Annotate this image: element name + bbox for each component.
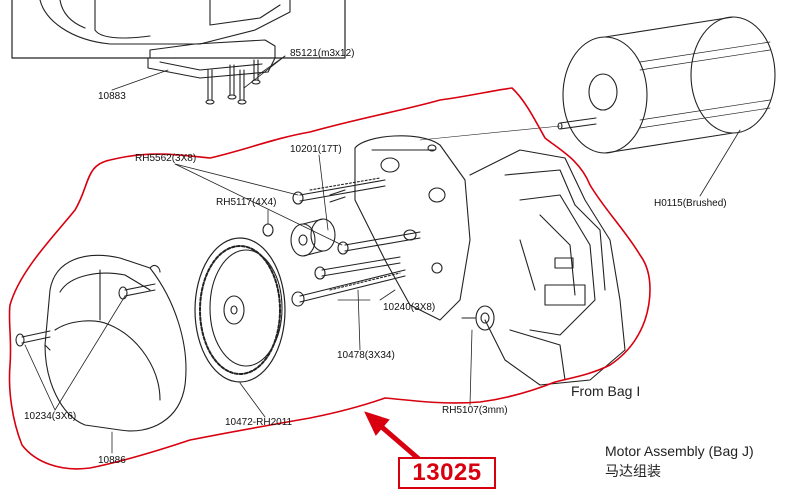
label-pinion: 10201(17T) (290, 144, 342, 155)
motor-plate (354, 135, 471, 321)
label-cover-screw: 10234(3X6) (24, 411, 77, 422)
motor (419, 16, 776, 154)
label-long-screw: 10478(3X34) (337, 350, 395, 361)
gearbox (461, 149, 626, 386)
label-spur-screw: 10240(3X8) (383, 302, 436, 313)
label-spur-gear: 10472-RH2011 (225, 417, 293, 428)
bag-note: From Bag I (571, 383, 641, 399)
bearing (475, 305, 495, 331)
label-inset-screws: 85121(m3x12) (290, 48, 355, 59)
spur-gear (194, 237, 286, 383)
mount-plate (149, 39, 276, 59)
part-number-callout: 13025 (398, 457, 496, 489)
label-bearing: RH5107(3mm) (442, 405, 508, 416)
inset-screws (205, 59, 261, 105)
highlight-outline (8, 87, 651, 470)
callout-arrow (364, 411, 422, 462)
label-motor: H0115(Brushed) (654, 198, 727, 209)
inset-detail (11, 0, 346, 105)
label-inset-mount: 10883 (98, 91, 126, 102)
diagram-title: Motor Assembly (Bag J) (605, 443, 754, 459)
label-set-screw: RH5117(4X4) (216, 197, 277, 208)
leader-lines (24, 129, 741, 454)
label-pinion-screw: RH5562(3X8) (135, 153, 197, 164)
pinion-gear (262, 189, 346, 257)
label-gear-cover: 10886 (98, 455, 126, 466)
part-number: 13025 (412, 459, 482, 486)
diagram-title-cn: 马达组装 (605, 464, 661, 480)
screws (15, 177, 421, 347)
gear-cover (44, 254, 187, 432)
